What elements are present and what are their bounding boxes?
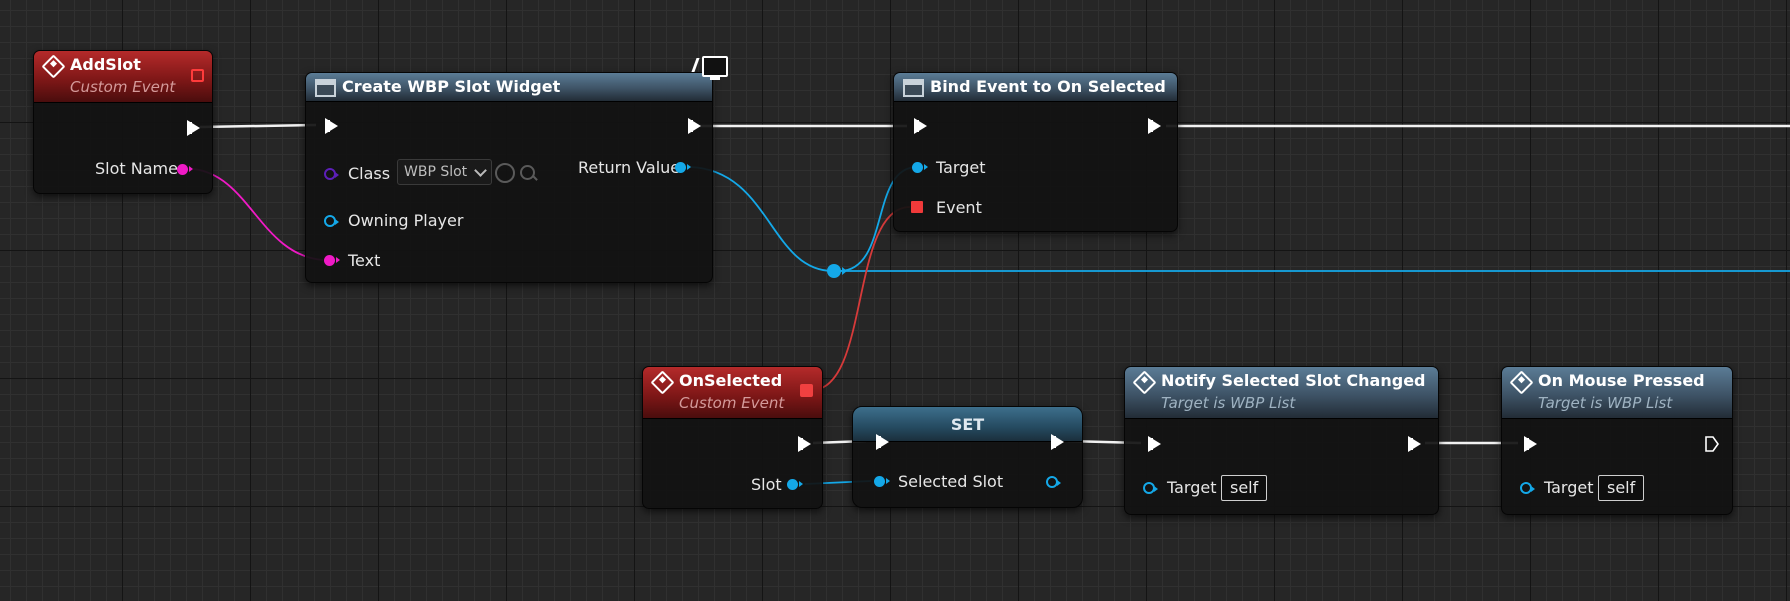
pin-label-owning-player: Owning Player bbox=[348, 211, 464, 230]
node-add-slot[interactable]: AddSlot Custom Event Slot Name bbox=[33, 50, 213, 194]
exec-out-pin[interactable] bbox=[187, 120, 200, 136]
pin-target[interactable] bbox=[1143, 482, 1158, 494]
node-subtitle: Target is WBP List bbox=[1538, 394, 1673, 412]
exec-out-pin[interactable] bbox=[688, 118, 701, 134]
node-add-slot-header[interactable]: AddSlot Custom Event bbox=[34, 51, 212, 103]
delegate-wire bbox=[811, 206, 911, 391]
exec-out-pin[interactable] bbox=[1051, 434, 1064, 450]
node-bind-event-header[interactable]: Bind Event to On Selected bbox=[894, 73, 1177, 102]
exec-out-pin[interactable] bbox=[798, 436, 811, 452]
node-set-header[interactable]: SET bbox=[853, 407, 1082, 442]
pin-target[interactable] bbox=[1520, 482, 1535, 494]
exec-in-pin[interactable] bbox=[914, 118, 927, 134]
pin-return-value[interactable] bbox=[675, 162, 691, 173]
monitor-icon bbox=[702, 56, 728, 80]
exec-out-pin[interactable] bbox=[1148, 118, 1161, 134]
pin-selected-slot-out[interactable] bbox=[1046, 476, 1061, 488]
exec-wire-addslot-create bbox=[199, 123, 317, 129]
pin-label-selected-slot: Selected Slot bbox=[898, 472, 1004, 491]
node-title: SET bbox=[950, 415, 985, 434]
node-mouse-pressed-header[interactable]: On Mouse Pressed Target is WBP List bbox=[1502, 367, 1732, 419]
exec-in-pin[interactable] bbox=[1524, 436, 1537, 452]
pin-label-slot: Slot bbox=[751, 475, 782, 494]
browse-arrow-icon[interactable] bbox=[495, 163, 515, 183]
node-title: Notify Selected Slot Changed bbox=[1161, 371, 1426, 390]
node-create-widget-header[interactable]: Create WBP Slot Widget bbox=[306, 73, 712, 102]
pin-label-text: Text bbox=[348, 251, 381, 270]
pin-label-return-value: Return Value bbox=[578, 158, 681, 177]
pin-target[interactable] bbox=[912, 162, 928, 173]
function-icon bbox=[315, 79, 336, 97]
pin-owning-player[interactable] bbox=[324, 215, 339, 227]
node-on-selected[interactable]: OnSelected Custom Event Slot bbox=[642, 366, 823, 509]
exec-in-pin[interactable] bbox=[325, 118, 338, 134]
node-title: OnSelected bbox=[679, 371, 783, 390]
delegate-square-icon[interactable] bbox=[800, 384, 813, 397]
node-on-selected-header[interactable]: OnSelected Custom Event bbox=[643, 367, 822, 419]
node-notify[interactable]: Notify Selected Slot Changed Target is W… bbox=[1124, 366, 1439, 515]
pin-label-target: Target bbox=[1167, 478, 1217, 497]
exec-out-pin[interactable] bbox=[1408, 436, 1421, 452]
class-dropdown[interactable]: WBP Slot bbox=[397, 159, 493, 185]
search-icon[interactable] bbox=[520, 165, 535, 180]
class-dropdown-value: WBP Slot bbox=[404, 164, 468, 180]
target-self-field[interactable]: self bbox=[1221, 475, 1268, 501]
node-notify-header[interactable]: Notify Selected Slot Changed Target is W… bbox=[1125, 367, 1438, 419]
target-self-field[interactable]: self bbox=[1598, 475, 1645, 501]
exec-in-pin[interactable] bbox=[876, 434, 889, 450]
exec-in-pin[interactable] bbox=[1148, 436, 1161, 452]
pin-label-slot-name: Slot Name bbox=[95, 159, 178, 178]
node-mouse-pressed[interactable]: On Mouse Pressed Target is WBP List Targ… bbox=[1501, 366, 1733, 515]
event-diamond-icon bbox=[1509, 370, 1534, 395]
node-subtitle: Custom Event bbox=[70, 78, 176, 96]
pin-label-event: Event bbox=[936, 198, 982, 217]
node-subtitle: Target is WBP List bbox=[1161, 394, 1296, 412]
reroute-knot bbox=[827, 264, 841, 278]
node-title: AddSlot bbox=[70, 55, 141, 74]
node-title: Bind Event to On Selected bbox=[930, 77, 1166, 96]
pin-text[interactable] bbox=[324, 255, 340, 266]
event-diamond-icon bbox=[1132, 370, 1157, 395]
node-subtitle: Custom Event bbox=[679, 394, 785, 412]
node-bind-event[interactable]: Bind Event to On Selected Target Event bbox=[893, 72, 1178, 232]
event-diamond-icon bbox=[650, 370, 675, 395]
event-diamond-icon bbox=[41, 54, 66, 79]
function-icon bbox=[903, 79, 924, 97]
pin-label-target: Target bbox=[1544, 478, 1594, 497]
delegate-square-icon[interactable] bbox=[191, 69, 204, 82]
node-title: Create WBP Slot Widget bbox=[342, 77, 561, 96]
exec-out-pin-empty[interactable] bbox=[1705, 436, 1719, 452]
pin-class[interactable] bbox=[324, 168, 339, 180]
node-set[interactable]: SET Selected Slot bbox=[852, 406, 1083, 508]
chevron-down-icon bbox=[474, 164, 488, 177]
node-create-widget[interactable]: Create WBP Slot Widget Class WBP Slot Ow… bbox=[305, 72, 713, 283]
pin-selected-slot-in[interactable] bbox=[874, 476, 890, 487]
pin-slot-name[interactable] bbox=[177, 164, 193, 175]
pin-label-class: Class bbox=[348, 164, 391, 183]
pin-event[interactable] bbox=[911, 201, 923, 213]
node-title: On Mouse Pressed bbox=[1538, 371, 1705, 390]
object-wire-return bbox=[689, 166, 834, 272]
pin-label-target: Target bbox=[936, 158, 986, 177]
pin-slot[interactable] bbox=[787, 479, 803, 490]
